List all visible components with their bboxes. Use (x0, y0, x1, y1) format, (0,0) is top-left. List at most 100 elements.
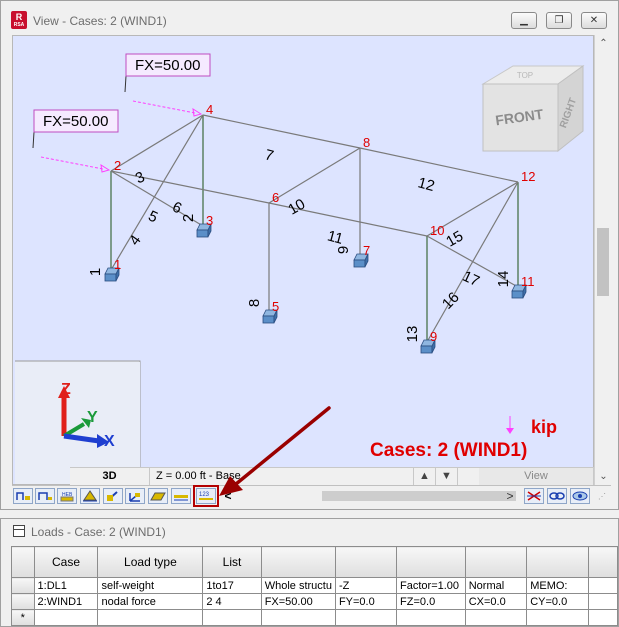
support-node-1[interactable] (104, 267, 120, 282)
col-8[interactable] (526, 546, 589, 578)
bar-15[interactable] (426, 181, 519, 237)
restore-button[interactable]: ❐ (546, 12, 572, 29)
col-case[interactable]: Case (33, 546, 99, 578)
node-numbers-button[interactable] (13, 488, 33, 504)
scroll-down-icon[interactable]: ⌄ (599, 471, 608, 482)
table-cell[interactable]: Whole structu (260, 577, 336, 594)
toolbar-chevron-icon[interactable]: < (224, 489, 232, 503)
bar-10[interactable] (268, 147, 361, 204)
bar-11[interactable] (268, 202, 428, 237)
section-shapes-button[interactable]: HEB (57, 488, 77, 504)
support-node-7[interactable] (353, 253, 369, 268)
table-cell[interactable]: 2 4 (202, 593, 262, 610)
bar-4[interactable] (110, 114, 204, 271)
horizontal-scrollbar[interactable] (236, 488, 528, 504)
status-plane[interactable]: Z = 0.00 ft - Base (150, 468, 414, 485)
node-number-6: 6 (272, 190, 279, 205)
col-7[interactable] (464, 546, 528, 578)
view-cube[interactable]: FRONT RIGHT TOP (481, 65, 585, 153)
table-cell[interactable] (260, 609, 336, 626)
local-axes-button[interactable] (125, 488, 145, 504)
nodal-force-4[interactable]: FX=50.00 (124, 53, 211, 117)
table-cell[interactable] (396, 609, 466, 626)
status-mode[interactable]: 3D (70, 468, 150, 485)
table-cell[interactable]: FZ=0.0 (396, 593, 466, 610)
table-cell[interactable] (202, 609, 262, 626)
bar-6[interactable] (110, 170, 204, 227)
col-5[interactable] (334, 546, 398, 578)
table-cell[interactable]: CX=0.0 (464, 593, 528, 610)
panels-button[interactable] (148, 488, 168, 504)
table-row[interactable]: * (11, 609, 619, 626)
col-9[interactable] (587, 546, 619, 578)
table-cell[interactable] (587, 593, 619, 610)
status-view[interactable]: View (479, 468, 594, 485)
support-node-3[interactable] (196, 223, 212, 238)
bar-3[interactable] (110, 114, 204, 172)
loads-title-bar[interactable]: Loads - Case: 2 (WIND1) (1, 519, 618, 545)
plane-up-icon[interactable]: ▲ (414, 468, 436, 485)
table-cell[interactable]: FY=0.0 (334, 593, 398, 610)
table-cell[interactable]: -Z (334, 577, 398, 594)
row-header[interactable] (11, 593, 35, 610)
scroll-up-icon[interactable]: ⌃ (599, 38, 608, 49)
table-cell[interactable] (587, 577, 619, 594)
table-cell[interactable]: 1:DL1 (33, 577, 99, 594)
table-cell[interactable] (526, 609, 589, 626)
bar-12[interactable] (359, 147, 519, 183)
table-cell[interactable]: CY=0.0 (526, 593, 589, 610)
bar-numbers-button[interactable] (35, 488, 55, 504)
bar-5[interactable] (110, 170, 270, 204)
table-cell[interactable] (334, 609, 398, 626)
vertical-scrollbar[interactable]: ⌃ ⌄ (594, 35, 611, 485)
link-view-button[interactable] (547, 488, 567, 504)
row-header[interactable] (11, 577, 35, 594)
bar-17[interactable] (426, 235, 519, 288)
bar-number-1: 1 (87, 268, 104, 276)
table-cell[interactable]: MEMO: (526, 577, 589, 594)
table-cell[interactable]: nodal force (97, 593, 204, 610)
table-cell[interactable]: Factor=1.00 (396, 577, 466, 594)
table-cell[interactable]: Normal (464, 577, 528, 594)
support-node-9[interactable] (420, 339, 436, 354)
table-cell[interactable]: self-weight (97, 577, 204, 594)
load-values-button[interactable]: 123 (193, 485, 219, 507)
hide-loads-button[interactable] (524, 488, 544, 504)
table-cell[interactable] (33, 609, 99, 626)
corner-cell[interactable] (11, 546, 35, 578)
close-button[interactable]: ✕ (581, 12, 607, 29)
col-list[interactable]: List (202, 546, 262, 578)
table-cell[interactable]: FX=50.00 (260, 593, 336, 610)
row-header[interactable]: * (11, 609, 35, 626)
offsets-button[interactable] (171, 488, 191, 504)
nodal-force-2[interactable]: FX=50.00 (32, 109, 119, 173)
loads-display-button[interactable] (103, 488, 123, 504)
col-load-type[interactable]: Load type (97, 546, 204, 578)
plane-down-icon[interactable]: ▼ (436, 468, 458, 485)
bar-7[interactable] (202, 114, 361, 149)
table-cell[interactable] (97, 609, 204, 626)
support-node-11[interactable] (511, 284, 527, 299)
support-node-5[interactable] (262, 309, 278, 324)
view-mode-button[interactable] (570, 488, 590, 504)
resize-grip-icon[interactable]: ⋰ (598, 492, 606, 501)
col-4[interactable] (260, 546, 336, 578)
hscroll-thumb[interactable] (322, 491, 516, 501)
table-cell[interactable]: 1to17 (202, 577, 262, 594)
supports-button[interactable] (80, 488, 100, 504)
table-cell[interactable] (587, 609, 619, 626)
view-cube-top[interactable]: TOP (517, 71, 533, 80)
toolbar-next-icon[interactable]: > (506, 489, 514, 503)
view-cube-front[interactable]: FRONT (494, 106, 544, 129)
scroll-thumb[interactable] (597, 228, 609, 296)
minimize-button[interactable]: ▁ (511, 12, 537, 29)
table-cell[interactable]: 2:WIND1 (33, 593, 99, 610)
table-cell[interactable] (464, 609, 528, 626)
col-6[interactable] (396, 546, 466, 578)
